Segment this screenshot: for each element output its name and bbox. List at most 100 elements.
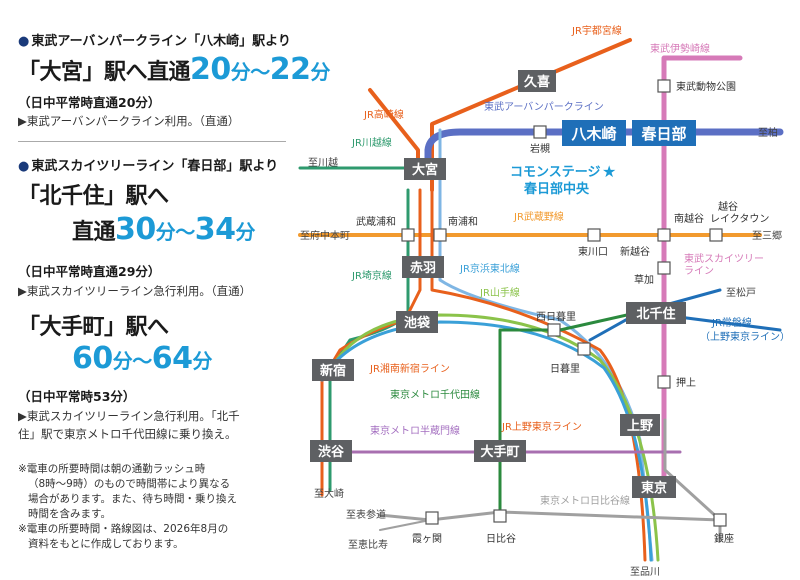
label-higashi-kawaguchi: 東川口	[578, 245, 608, 258]
station-box-ikebukuro	[396, 311, 438, 333]
bullet-icon: ●	[18, 34, 30, 49]
station-marker-laketown	[709, 228, 723, 242]
station-marker-kasumigaseki	[425, 511, 439, 525]
label-ginza: 銀座	[714, 532, 734, 545]
station-omiya: 大宮	[412, 162, 438, 178]
label-metro-hibiya: 東京メトロ日比谷線	[540, 494, 630, 507]
label-jr-shonan: JR湘南新宿ライン	[369, 362, 450, 375]
label-shin-koshigaya: 新越谷	[620, 245, 650, 258]
station-marker-iwatsuki	[533, 125, 547, 139]
kitasenju-note: ▶東武スカイツリーライン急行利用。（直通）	[18, 284, 252, 298]
otemachi-note-2: 住」駅で東京メトロ千代田線に乗り換え。	[18, 427, 237, 441]
label-kasumigaseki: 霞ヶ関	[412, 533, 442, 545]
label-hibiya: 日比谷	[486, 533, 516, 545]
section-header-yagisaki: ●東武アーバンパークライン「八木崎」駅より	[18, 34, 291, 49]
dir-matsudo: 至松戸	[726, 286, 756, 299]
kitasenju-travel-time: 直通30分～34分	[72, 212, 256, 247]
dir-kawagoe: 至川越	[308, 156, 338, 169]
station-ikebukuro: 池袋	[404, 315, 431, 331]
station-box-tokyo	[632, 476, 676, 498]
station-box-otemachi	[474, 440, 526, 462]
dir-osaki: 至大崎	[314, 487, 344, 500]
station-kasukabe: 春日部	[641, 125, 686, 143]
label-minami-koshigaya: 南越谷	[674, 212, 704, 225]
footnote: ※電車の所要時間は朝の通勤ラッシュ時 （8時～9時）のもので時間帯により異なる …	[18, 463, 237, 550]
station-shibuya: 渋谷	[318, 444, 345, 460]
label-tobu-isesaki: 東武伊勢崎線	[650, 42, 710, 55]
label-jr-kawagoe: JR川越線	[351, 136, 392, 149]
dir-shinagawa: 至品川	[630, 566, 660, 578]
bullet-icon: ●	[18, 159, 30, 174]
station-marker-nippori	[577, 342, 591, 356]
omiya-travel-time: 「大宮」駅へ直通20分～22分	[18, 52, 331, 87]
station-marker-shin-koshigaya	[657, 228, 671, 242]
line-jr-utsunomiya	[430, 38, 632, 192]
label-tobu-urban: 東武アーバンパークライン	[484, 100, 604, 113]
line-metro-hibiya-2	[378, 510, 722, 522]
label-jr-yamanote: JR山手線	[479, 286, 520, 299]
line-metro-hibiya	[663, 418, 722, 542]
otemachi-sub: （日中平常時53分）	[18, 389, 136, 404]
station-marker-soka	[657, 261, 671, 275]
station-otemachi: 大手町	[480, 444, 519, 460]
station-box-ueno	[620, 414, 660, 436]
station-box-shinjuku	[312, 359, 354, 381]
otemachi-dest: 「大手町」駅へ	[18, 315, 169, 340]
station-marker-oshiage	[657, 375, 671, 389]
label-laketown-1: 越谷	[718, 200, 738, 213]
station-box-kasukabe	[632, 120, 696, 146]
station-ueno: 上野	[627, 419, 653, 434]
property-line1: コモンステージ	[510, 165, 600, 180]
label-soka: 草加	[634, 274, 654, 286]
station-marker-ginza	[713, 513, 727, 527]
line-tobu-urban	[424, 128, 784, 172]
station-marker-musashi-urawa	[401, 228, 415, 242]
label-jr-joban: JR常磐線	[711, 316, 752, 329]
station-tokyo: 東京	[641, 480, 667, 496]
property-star-icon: ★	[602, 162, 616, 181]
label-iwatsuki: 岩槻	[530, 142, 550, 155]
label-tobu-skytree-2: ライン	[684, 265, 714, 277]
label-jr-ueno-tokyo: JR上野東京ライン	[501, 420, 582, 433]
line-jr-yamanote	[328, 313, 660, 562]
station-box-kitasenju	[626, 302, 686, 324]
label-laketown-2: レイクタウン	[710, 213, 769, 225]
label-nippori: 日暮里	[550, 362, 580, 375]
label-tobu-skytree-1: 東武スカイツリー	[684, 252, 764, 265]
station-kitasenju: 北千住	[636, 306, 675, 322]
station-box-kuki	[518, 70, 556, 92]
label-minami-urawa: 南浦和	[448, 215, 478, 228]
label-jr-saikyo: JR埼京線	[351, 269, 392, 282]
label-metro-chiyoda: 東京メトロ千代田線	[390, 388, 480, 401]
label-jr-utsunomiya: JR宇都宮線	[571, 24, 622, 37]
label-tobu-dobutsu: 東武動物公園	[676, 80, 736, 93]
station-marker-minami-urawa	[433, 228, 447, 242]
dir-omotesando: 至表参道	[346, 508, 386, 521]
otemachi-note-1: ▶東武スカイツリーライン急行利用。「北千	[18, 409, 240, 423]
dir-kashiwa: 至柏	[758, 126, 778, 139]
station-akabane: 赤羽	[410, 260, 436, 276]
omiya-note: ▶東武アーバンパークライン利用。（直通）	[18, 114, 240, 128]
dir-fuchu: 至府中本町	[300, 229, 350, 242]
line-jr-ueno-tokyo	[430, 188, 647, 562]
station-box-yagisaki	[562, 120, 626, 146]
divider	[18, 141, 286, 142]
label-musashi-urawa: 武蔵浦和	[356, 215, 396, 228]
station-box-omiya	[404, 158, 446, 180]
label-jr-keihin: JR京浜東北線	[459, 262, 520, 275]
station-marker-hibiya	[493, 509, 507, 523]
property-line2: 春日部中央	[523, 181, 590, 197]
station-marker-nishi-nippori	[547, 323, 561, 337]
line-metro-chiyoda	[498, 310, 642, 514]
label-jr-takasaki: JR高崎線	[363, 108, 404, 121]
label-jr-joban-2: （上野東京ライン）	[700, 330, 790, 343]
label-nishi-nippori: 西日暮里	[536, 310, 576, 323]
station-marker-tobu-dobutsu	[657, 79, 671, 93]
kitasenju-sub: （日中平常時直通29分）	[18, 264, 161, 279]
label-oshiage: 押上	[676, 376, 696, 389]
station-shinjuku: 新宿	[320, 363, 346, 379]
otemachi-travel-time: 60分～64分	[72, 341, 212, 376]
line-to-ebisu	[379, 519, 431, 531]
label-jr-musashino: JR武蔵野線	[513, 210, 564, 223]
section-header-kasukabe: ●東武スカイツリーライン「春日部」駅より	[18, 159, 279, 174]
